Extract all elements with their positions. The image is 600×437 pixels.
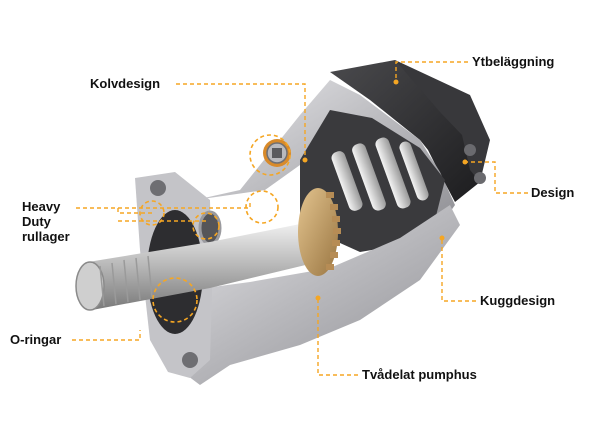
shaft-end: [75, 261, 105, 311]
gear: [298, 188, 341, 276]
leader-o-ringar: [72, 330, 141, 341]
label-kuggdesign: Kuggdesign: [480, 293, 556, 308]
leader-kuggdesign: [441, 240, 476, 302]
leader-design: [465, 161, 528, 194]
highlight-o-ring-plug: [249, 134, 291, 176]
label-kolvdesign: Kolvdesign: [90, 76, 161, 91]
label-o-ringar: O-ringar: [10, 332, 62, 347]
piston-4: [399, 141, 429, 201]
piston-2: [352, 143, 386, 211]
leader-kolvdesign: [176, 83, 306, 158]
highlight-circles: [139, 134, 291, 323]
label-heavy-duty-rullager: Heavy Duty rullager: [22, 199, 70, 244]
highlight-bearing-right: [245, 190, 279, 224]
label-duty: Duty: [22, 214, 51, 229]
leader-dots: [302, 79, 468, 301]
lower-housing: [150, 205, 460, 385]
leader-heavy-duty-1: [76, 207, 152, 214]
leader-lines: [72, 61, 528, 376]
piston-3: [375, 137, 411, 209]
leader-ytbelaggning: [395, 61, 468, 80]
flange-bolt-hole-top: [150, 180, 166, 196]
highlight-bearing-left: [139, 200, 165, 226]
label-design: Design: [531, 185, 575, 200]
highlight-o-ring-flange: [152, 277, 198, 323]
shaft-splines: [99, 255, 153, 307]
bolt-head-1: [464, 144, 476, 156]
bolt-head-2: [474, 172, 486, 184]
piston-1: [331, 151, 363, 211]
plug-hex: [272, 148, 282, 158]
label-rullager: rullager: [22, 229, 70, 244]
pump-body: [75, 60, 490, 385]
label-tvadelat-pumphus: Tvådelat pumphus: [362, 367, 477, 382]
label-ytbelaggning: Ytbeläggning: [472, 54, 555, 69]
flange-bolt-hole-bottom: [182, 352, 198, 368]
highlight-bearing-mid: [192, 212, 220, 240]
pistons: [331, 137, 429, 211]
leader-heavy-duty-3: [118, 200, 251, 209]
label-heavy: Heavy: [22, 199, 61, 214]
drive-shaft: [88, 222, 318, 310]
